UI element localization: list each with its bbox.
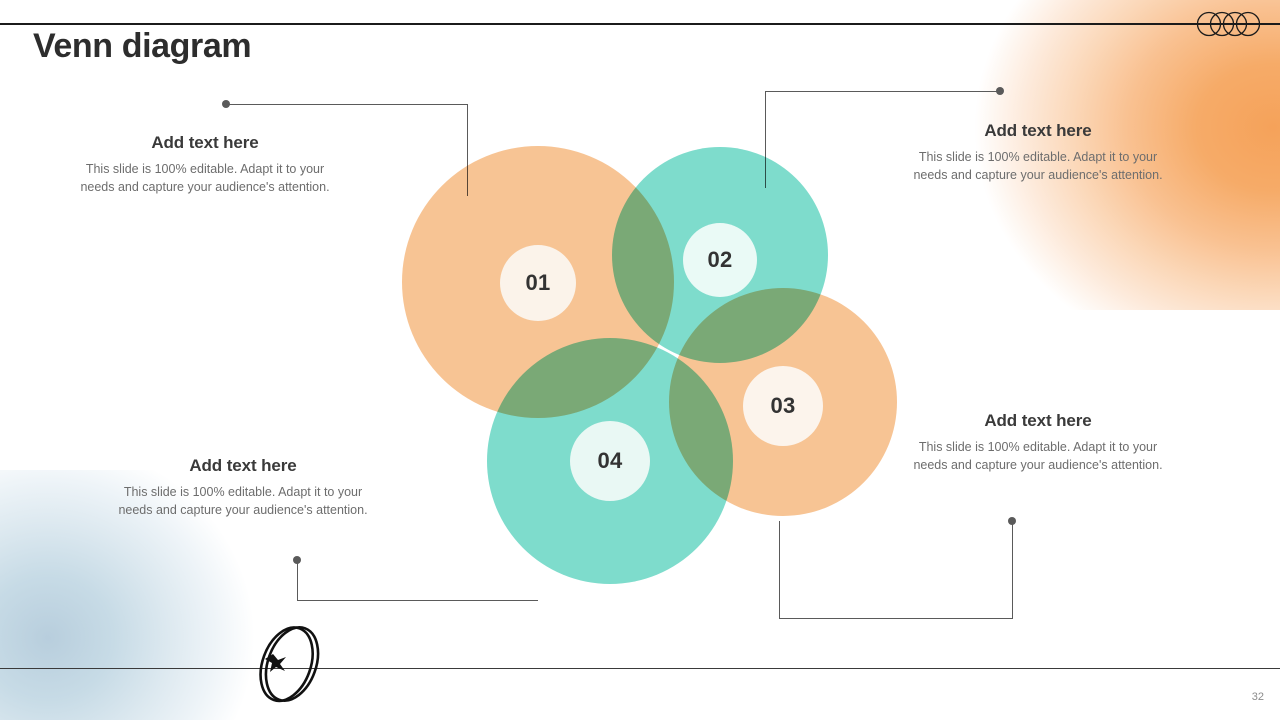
text-block-2-heading: Add text here [984,121,1092,140]
venn-label-04: 04 [570,421,650,501]
text-block-1-body: This slide is 100% editable. Adapt it to… [80,162,330,194]
connector-line-2-h [765,91,1000,92]
header-divider [0,23,1280,25]
text-block-3-body: This slide is 100% editable. Adapt it to… [118,485,368,517]
venn-label-01: 01 [500,245,576,321]
connector-line-3-h [297,600,538,601]
connector-line-4-v [1012,521,1013,618]
four-rings-logo [1196,11,1261,42]
ring-with-star-doodle [247,612,337,717]
venn-label-02: 02 [683,223,757,297]
text-block-2-body: This slide is 100% editable. Adapt it to… [913,150,1163,182]
text-block-4: Add text here This slide is 100% editabl… [908,411,1168,475]
connector-line-4-h [779,618,1013,619]
page-title: Venn diagram [33,27,252,65]
connector-line-2-v [765,91,766,188]
footer-divider [0,668,1280,669]
text-block-1-heading: Add text here [151,133,259,152]
venn-label-03: 03 [743,366,823,446]
connector-line-1-v [467,104,468,196]
text-block-4-heading: Add text here [984,411,1092,430]
text-block-1: Add text here This slide is 100% editabl… [75,133,335,197]
page-number: 32 [1251,691,1264,703]
connector-dot-2 [996,87,1004,95]
connector-line-1-h [226,104,467,105]
text-block-4-body: This slide is 100% editable. Adapt it to… [913,440,1163,472]
text-block-3-heading: Add text here [189,456,297,475]
connector-line-4-v2 [779,521,780,619]
connector-line-3-v [297,560,298,601]
text-block-2: Add text here This slide is 100% editabl… [908,121,1168,185]
text-block-3: Add text here This slide is 100% editabl… [113,456,373,520]
